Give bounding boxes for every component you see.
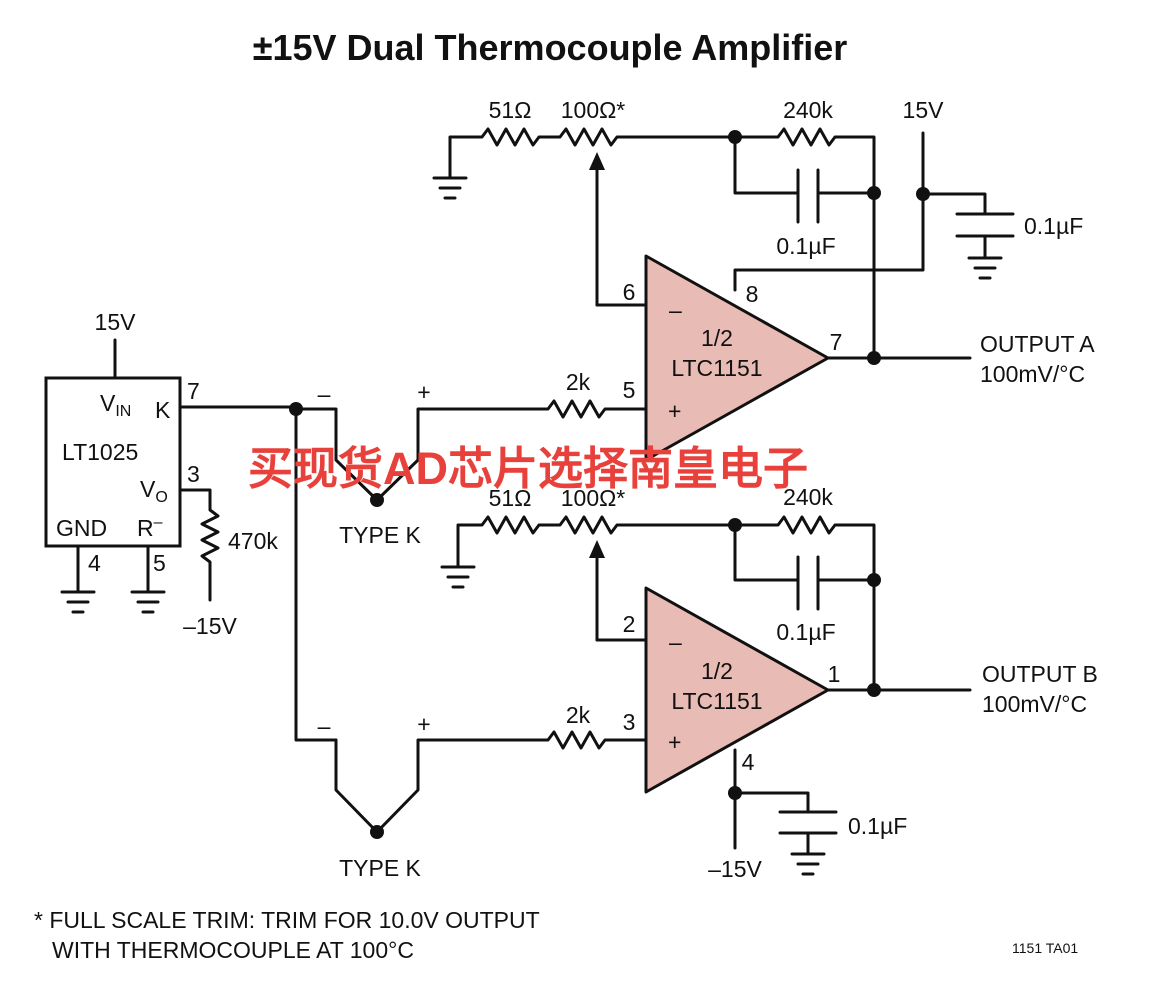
output-b-scale: 100mV/°C [982, 691, 1087, 717]
opamp-a-line1: 1/2 [701, 325, 733, 351]
decoupling-cap-neg15v-label: 0.1µF [848, 813, 907, 839]
supply-15v-label: 15V [903, 97, 945, 123]
junction-a-feedback [728, 130, 742, 144]
capacitor-feedback-a-label: 0.1µF [776, 233, 835, 259]
opamp-b-line1: 1/2 [701, 658, 733, 684]
resistor-470k-label: 470k [228, 528, 278, 554]
footnote-line2: WITH THERMOCOUPLE AT 100°C [52, 937, 414, 963]
decoupling-cap-15v-label: 0.1µF [1024, 213, 1083, 239]
opamp-b-pin4: 4 [742, 749, 755, 775]
part-code: 1151 TA01 [1012, 940, 1078, 956]
junction-output-b [867, 683, 881, 697]
lt1025-pin3: 3 [187, 461, 200, 487]
feedback-network-a [448, 127, 876, 360]
decoupling-cap-neg15v [733, 791, 838, 876]
thermocouple-b-plus: + [417, 711, 430, 737]
opamp-b-pin2: 2 [623, 611, 636, 637]
resistor-51-b-label: 51Ω [489, 485, 532, 511]
opamp-b-minus: – [669, 629, 682, 655]
k-bus-wire [178, 405, 338, 742]
resistor-240k-a-label: 240k [783, 97, 833, 123]
diagram-title: ±15V Dual Thermocouple Amplifier [253, 27, 848, 68]
opamp-b-pin3: 3 [623, 709, 636, 735]
supply-15v-wire [733, 131, 925, 292]
resistor-2k-b [538, 730, 648, 750]
opamp-b-plus: + [668, 729, 681, 755]
lt1025-gnd-ground-icon [60, 544, 96, 614]
supply-neg15v-label: –15V [708, 856, 762, 882]
opamp-a-body [644, 254, 830, 462]
lt1025-pin4: 4 [88, 550, 101, 576]
opamp-a-minus: – [669, 297, 682, 323]
resistor-2k-a-label: 2k [566, 369, 591, 395]
output-a-scale: 100mV/°C [980, 361, 1085, 387]
thermocouple-a-junction [370, 493, 384, 507]
ground-a-icon [432, 176, 468, 200]
lt1025-k-label: K [155, 397, 171, 423]
thermocouple-a-plus: + [417, 379, 430, 405]
thermocouple-b-minus: – [318, 713, 331, 739]
lt1025-gnd-label: GND [56, 515, 107, 541]
junction-b-feedback [728, 518, 742, 532]
output-b-label: OUTPUT B [982, 661, 1098, 687]
opamp-a-plus: + [668, 398, 681, 424]
lt1025-rminus-ground-icon [130, 544, 166, 614]
resistor-240k-b-label: 240k [783, 484, 833, 510]
junction-a-cap [867, 186, 881, 200]
type-k-bottom-label: TYPE K [339, 855, 421, 881]
decoupling-cap-15v [921, 192, 1015, 280]
junction-output-a [867, 351, 881, 365]
lt1025-name: LT1025 [62, 439, 138, 465]
opamp-a-line2: LTC1151 [671, 355, 762, 381]
lt1025-vo-label: VO [140, 476, 168, 506]
opamp-b-body [644, 586, 830, 794]
lt1025-rminus-label: R– [137, 514, 163, 541]
opamp-a: – + 1/2 LTC1151 6 5 7 8 [623, 254, 843, 462]
junction-b-cap [867, 573, 881, 587]
opamp-a-pin5: 5 [623, 377, 636, 403]
capacitor-feedback-a [733, 135, 876, 224]
pot-wiper-b-arrow-icon [589, 540, 605, 558]
resistor-470k [178, 488, 220, 602]
thermocouple-b-junction [370, 825, 384, 839]
thermocouple-a-minus: – [318, 381, 331, 407]
lt1025-supply-label: 15V [95, 309, 137, 335]
lt1025-chip: VIN K LT1025 VO GND R– 15V 7 3 4 5 [44, 309, 200, 614]
resistor-51-a-label: 51Ω [489, 97, 532, 123]
resistor-2k-b-label: 2k [566, 702, 591, 728]
watermark: 买现货AD芯片选择南皇电子 [248, 443, 808, 494]
lt1025-vin-label: VIN [100, 390, 131, 420]
neg15v-left-label: –15V [183, 613, 237, 639]
lt1025-pin7: 7 [187, 378, 200, 404]
pot-100-b-label: 100Ω* [561, 485, 626, 511]
ground-b-icon [440, 565, 476, 589]
output-a-label: OUTPUT A [980, 331, 1095, 357]
opamp-b-line2: LTC1151 [671, 688, 762, 714]
thermocouple-b-wire [334, 738, 542, 834]
opamp-b-pin1: 1 [828, 661, 841, 687]
pot-wiper-a-arrow-icon [589, 152, 605, 170]
lt1025-pin5: 5 [153, 550, 166, 576]
capacitor-feedback-b-label: 0.1µF [776, 619, 835, 645]
opamp-b: – + 1/2 LTC1151 2 3 1 4 [623, 586, 841, 794]
opamp-a-pin6: 6 [623, 279, 636, 305]
pot-100-a-label: 100Ω* [561, 97, 626, 123]
footnote-line1: * FULL SCALE TRIM: TRIM FOR 10.0V OUTPUT [34, 907, 540, 933]
lt1025-body [44, 376, 182, 548]
opamp-a-pin7: 7 [830, 329, 843, 355]
opamp-a-pin8: 8 [746, 281, 759, 307]
capacitor-feedback-b [733, 523, 876, 611]
resistor-2k-a [538, 399, 648, 419]
type-k-top-label: TYPE K [339, 522, 421, 548]
feedback-network-b [456, 515, 876, 692]
